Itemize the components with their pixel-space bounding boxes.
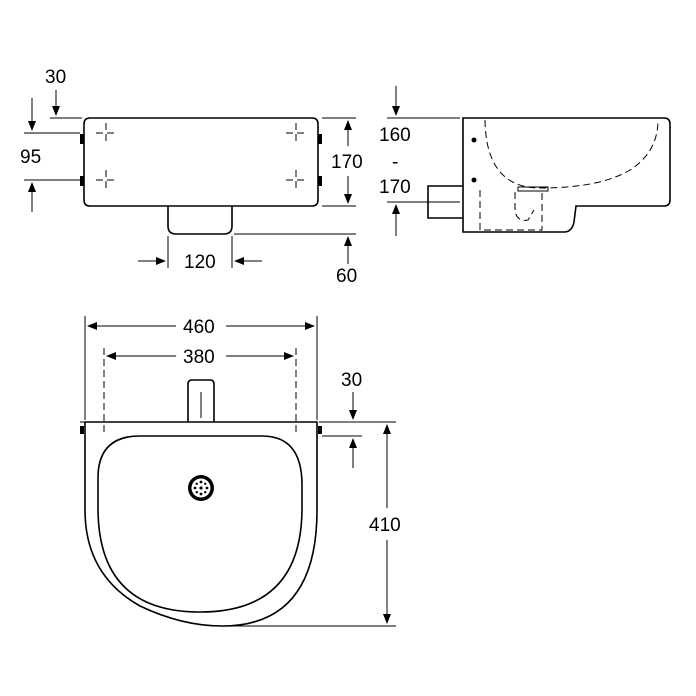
fixing-knob-left-top [80,134,84,144]
side-view-trap-hidden [479,190,543,231]
dimension-top-offset-label: 30 [45,67,66,88]
front-view: 30 95 170 1 [20,67,363,287]
dimension-fixing-width-label: 380 [183,347,215,368]
side-fixing-dot-bottom [471,177,477,183]
top-view-fixing-right [318,426,322,434]
front-view-drain [167,206,233,235]
side-view-drain-cap [517,186,549,192]
fixing-knob-right-bottom [318,176,322,186]
dimension-depth-label: 410 [369,515,401,536]
front-view-body [83,117,319,207]
dimension-back-offset-label: 30 [341,370,362,391]
side-view-bowl-hidden [484,119,659,189]
top-view: 460 380 30 410 [80,316,401,627]
fixing-hole-cross-tr [286,123,306,143]
dimension-drain-width-label: 120 [184,252,216,273]
fixing-hole-cross-tl [96,123,116,143]
dimension-depth: 410 [232,421,401,627]
drain-grate-icon [188,475,214,501]
dimension-height-label: 170 [331,152,363,173]
dimension-overall-width: 460 [84,316,318,420]
dimension-overall-width-label: 460 [183,317,215,338]
dimension-top-offset: 30 [45,67,82,119]
side-fixing-dot-top [471,137,477,143]
dimension-drain-width: 120 [138,236,262,273]
fixing-knob-left-bottom [80,176,84,186]
dimension-drain-depth: 60 [234,233,357,287]
fixing-knob-right-top [318,134,322,144]
dimension-range-bottom-label: 170 [379,177,411,198]
top-view-tap-stub [187,379,215,422]
dimension-range-sep-label: - [392,152,398,173]
dimension-fixing-spacing: 95 [20,98,80,212]
dimension-height-range: 160 - 170 [379,86,460,236]
dimension-height: 170 [322,117,363,207]
fixing-hole-cross-br [286,170,306,190]
dimension-fixing-width: 380 [103,347,297,436]
top-view-outer-outline [84,421,318,627]
dimension-drain-depth-label: 60 [336,266,357,287]
top-view-fixing-left [80,426,84,434]
dimension-fixing-spacing-label: 95 [20,147,41,168]
top-view-inner-bowl [97,435,303,613]
dimension-back-offset: 30 [322,370,362,468]
dimension-range-top-label: 160 [379,125,411,146]
side-view: 160 - 170 [379,86,671,236]
side-view-body [462,117,671,233]
fixing-hole-cross-bl [96,170,116,190]
